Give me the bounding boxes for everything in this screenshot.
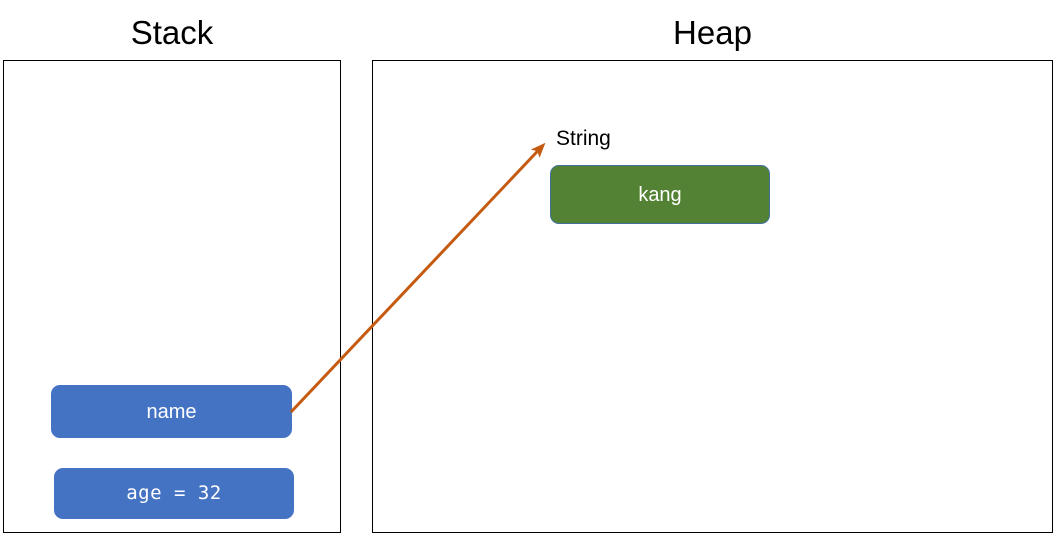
heap-object-string-box[interactable]: kang <box>550 165 770 224</box>
heap-region-title: Heap <box>673 14 752 51</box>
heap-object-type-label: String <box>556 127 611 150</box>
stack-region-box <box>3 60 341 533</box>
stack-variable-age-text: age = 32 <box>126 482 222 504</box>
stack-region-title: Stack <box>130 14 214 51</box>
heap-region-box <box>372 60 1053 533</box>
stack-variable-name-box[interactable]: name <box>51 385 292 438</box>
stack-variable-age-box[interactable]: age = 32 <box>54 468 294 519</box>
heap-object-value-text: kang <box>638 183 682 206</box>
stack-variable-name-text: name <box>146 400 197 423</box>
